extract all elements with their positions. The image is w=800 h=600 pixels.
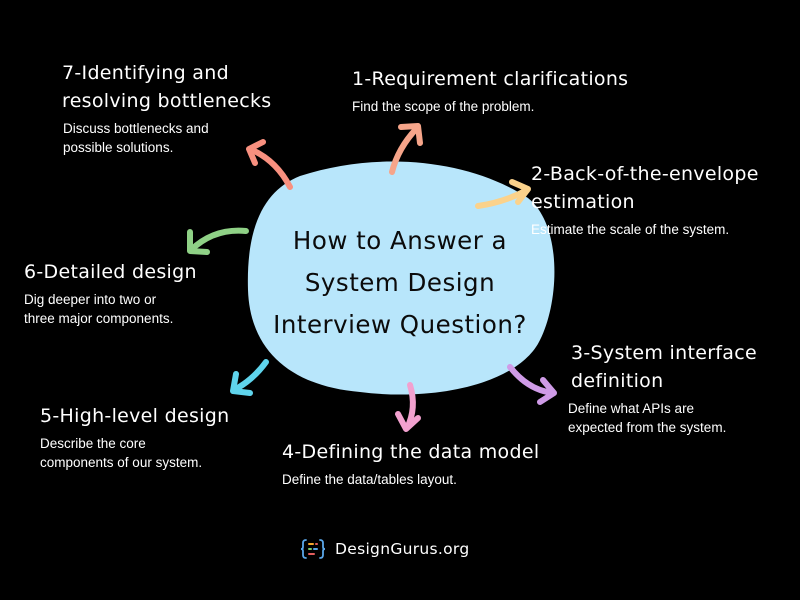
arrow-to-step-2 (475, 179, 531, 209)
step-description-line: Discuss bottlenecks and (63, 121, 209, 136)
step-title-line: definition (571, 370, 664, 392)
step-title: 3-System interface definition (571, 339, 757, 395)
step-description-line: Define what APIs are (568, 401, 695, 416)
arrow-to-step-7 (246, 139, 293, 190)
step-title: 7-Identifying and resolving bottlenecks (62, 59, 271, 115)
center-line: System Design (304, 268, 496, 297)
step-description-line: Describe the core (40, 436, 146, 451)
step-title-line: 2-Back-of-the-envelope (531, 163, 759, 185)
arrow-to-step-6 (187, 227, 249, 255)
step-description: Estimate the scale of the system. (531, 220, 759, 239)
step-5: 5-High-level design Describe the core co… (40, 402, 229, 472)
step-description: Describe the core components of our syst… (40, 434, 229, 472)
step-description-line: expected from the system. (568, 420, 727, 435)
step-title-line: 3-System interface (571, 342, 757, 364)
step-1: 1-Requirement clarifications Find the sc… (352, 65, 628, 116)
step-description: Dig deeper into two or three major compo… (24, 290, 197, 328)
step-description-line: Dig deeper into two or (24, 292, 157, 307)
brand-name: DesignGurus.org (335, 540, 470, 558)
step-title: 1-Requirement clarifications (352, 68, 629, 90)
step-title: 2-Back-of-the-envelope estimation (531, 160, 759, 216)
step-title: 6-Detailed design (24, 261, 197, 283)
step-description-line: Define the data/tables layout. (282, 472, 457, 487)
step-6: 6-Detailed design Dig deeper into two or… (24, 258, 197, 328)
step-title-line: resolving bottlenecks (62, 90, 272, 112)
step-7: 7-Identifying and resolving bottlenecks … (62, 59, 271, 157)
step-description-line: Find the scope of the problem. (352, 99, 535, 114)
arrow-to-step-5 (230, 359, 269, 396)
step-title: 4-Defining the data model (282, 441, 540, 463)
code-file-icon (300, 539, 326, 559)
center-line: How to Answer a (292, 226, 508, 255)
step-description-line: components of our system. (40, 455, 203, 470)
step-2: 2-Back-of-the-envelope estimation Estima… (531, 160, 759, 239)
step-description: Discuss bottlenecks and possible solutio… (63, 119, 271, 157)
center-question: How to Answer a System Design Interview … (245, 220, 555, 346)
step-description: Define what APIs are expected from the s… (568, 399, 757, 437)
step-title-line: 7-Identifying and (62, 62, 229, 84)
step-4: 4-Defining the data model Define the dat… (282, 438, 539, 489)
arrow-to-step-1 (389, 123, 423, 175)
brand: DesignGurus.org (300, 538, 469, 560)
step-description: Define the data/tables layout. (282, 470, 539, 489)
step-description-line: three major components. (24, 311, 174, 326)
step-3: 3-System interface definition Define wha… (568, 339, 757, 437)
step-title: 5-High-level design (40, 405, 230, 427)
center-line: Interview Question? (273, 310, 527, 339)
step-title-line: estimation (531, 191, 635, 213)
center-blob (247, 161, 555, 395)
step-description: Find the scope of the problem. (352, 97, 628, 116)
step-description-line: Estimate the scale of the system. (531, 222, 730, 237)
step-description-line: possible solutions. (63, 140, 174, 155)
arrow-to-step-4 (395, 382, 421, 432)
arrow-to-step-3 (507, 364, 557, 405)
